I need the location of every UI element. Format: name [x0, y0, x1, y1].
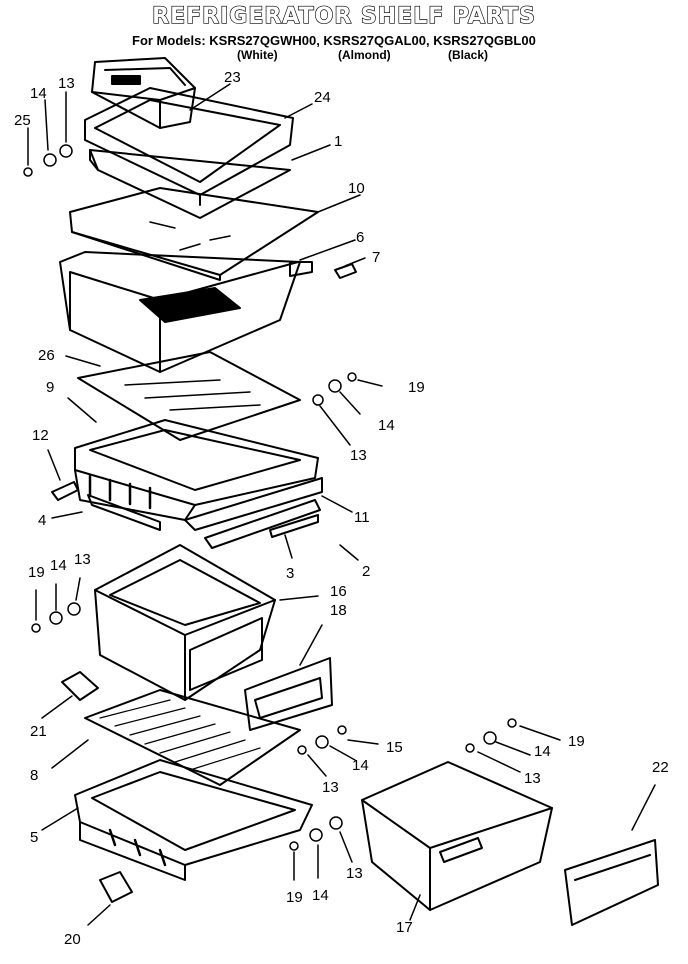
callout-17: 17	[396, 919, 413, 936]
callout-6: 6	[356, 229, 364, 246]
part-clip	[61, 671, 99, 701]
callout-14: 14	[312, 887, 329, 904]
part-crisper-housing	[59, 251, 357, 373]
diagram-title: REFRIGERATOR SHELF PARTS	[151, 3, 536, 29]
part-lower-drawer	[361, 761, 553, 911]
part-glass-shelf	[69, 187, 319, 281]
callout-19: 19	[286, 889, 303, 906]
callout-19: 19	[568, 733, 585, 750]
callout-23: 23	[224, 69, 241, 86]
callout-14: 14	[30, 85, 47, 102]
callout-3: 3	[286, 565, 294, 582]
callout-9: 9	[46, 379, 54, 396]
callout-12: 12	[32, 427, 49, 444]
callout-2: 2	[362, 563, 370, 580]
callout-14: 14	[534, 743, 551, 760]
finish-white: (White)	[237, 48, 278, 62]
part-bottom-frame	[74, 759, 313, 881]
finish-almond: (Almond)	[338, 48, 391, 62]
callout-4: 4	[38, 512, 46, 529]
callout-24: 24	[314, 89, 331, 106]
callout-16: 16	[330, 583, 347, 600]
model-numbers: For Models: KSRS27QGWH00, KSRS27QGAL00, …	[132, 33, 536, 48]
part-callouts: 25 14 13 23 24 1 10 6 7 26 9 19 14 13 12…	[14, 69, 669, 948]
callout-18: 18	[330, 602, 347, 619]
callout-25: 25	[14, 112, 31, 129]
callout-14: 14	[378, 417, 395, 434]
callout-20: 20	[64, 931, 81, 948]
callout-13: 13	[524, 770, 541, 787]
callout-13: 13	[322, 779, 339, 796]
callout-21: 21	[30, 723, 47, 740]
part-top-shelf-frame	[84, 87, 294, 206]
callout-19: 19	[408, 379, 425, 396]
callout-14: 14	[352, 757, 369, 774]
callout-13: 13	[346, 865, 363, 882]
callout-10: 10	[348, 180, 365, 197]
finish-black: (Black)	[448, 48, 489, 62]
leader-lines	[27, 83, 656, 926]
callout-11: 11	[354, 509, 370, 526]
callout-1: 1	[334, 133, 342, 150]
fasteners	[23, 144, 517, 851]
callout-13: 13	[350, 447, 367, 464]
callout-19: 19	[28, 564, 45, 581]
callout-13: 13	[74, 551, 91, 568]
part-glass-insert	[77, 351, 301, 441]
callout-5: 5	[30, 829, 38, 846]
callout-7: 7	[372, 249, 380, 266]
part-small-clip	[99, 871, 133, 903]
part-drawer-front	[564, 839, 659, 926]
callout-22: 22	[652, 759, 669, 776]
callout-8: 8	[30, 767, 38, 784]
callout-14: 14	[50, 557, 67, 574]
part-shelf-track	[89, 149, 291, 219]
callout-13: 13	[58, 75, 75, 92]
callout-26: 26	[38, 347, 55, 364]
part-crisper-cover-frame	[51, 419, 323, 549]
part-deli-drawer	[94, 544, 333, 731]
part-wire-shelf	[84, 689, 301, 786]
part-dairy-bin	[91, 57, 196, 129]
callout-15: 15	[386, 739, 403, 756]
